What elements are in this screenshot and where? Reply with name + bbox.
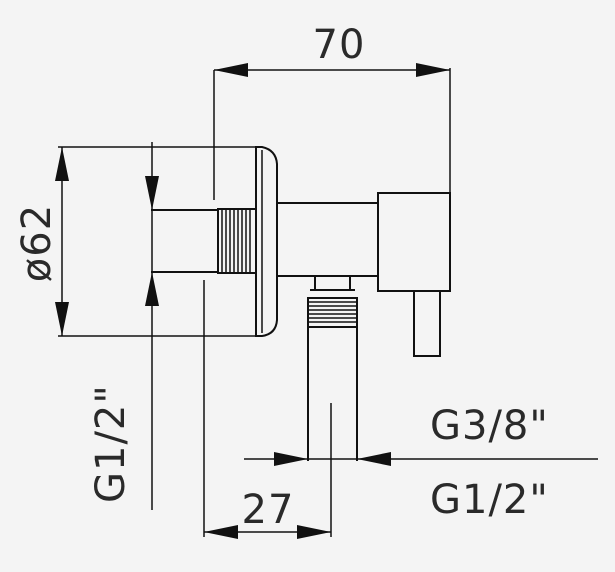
label-outlet-thread-bottom: G1/2" — [430, 477, 549, 523]
arrow-inlet-bottom — [145, 272, 159, 306]
arrow-depth-right — [297, 525, 331, 539]
dimension-width: 70 — [213, 21, 451, 200]
outlet-thread-lines — [308, 301, 357, 323]
arrow-top — [55, 147, 69, 181]
arrow-depth-left — [204, 525, 238, 539]
handle-lever — [413, 290, 441, 357]
handle-cap — [377, 192, 451, 292]
label-diameter: ø62 — [14, 204, 60, 282]
label-outlet-thread-top: G3/8" — [430, 403, 549, 449]
inlet-thread-lines — [221, 209, 251, 273]
dimension-depth: 27 — [203, 280, 332, 539]
arrow-inlet-top — [145, 176, 159, 210]
label-depth: 27 — [242, 487, 295, 533]
main-body — [276, 202, 379, 277]
label-width: 70 — [313, 22, 366, 68]
arrow-right — [416, 63, 450, 77]
arrow-outlet-right — [357, 452, 391, 466]
arrow-left — [214, 63, 248, 77]
label-inlet-thread: G1/2" — [88, 384, 134, 503]
wall-flange — [255, 146, 278, 337]
valve-body — [151, 146, 451, 461]
arrow-bottom — [55, 302, 69, 336]
dimension-inlet-thread: G1/2" — [87, 142, 159, 510]
arrow-outlet-left — [274, 452, 308, 466]
dimension-outlet-thread: G3/8" G1/2" — [244, 402, 598, 524]
dimension-diameter: ø62 — [13, 146, 255, 337]
